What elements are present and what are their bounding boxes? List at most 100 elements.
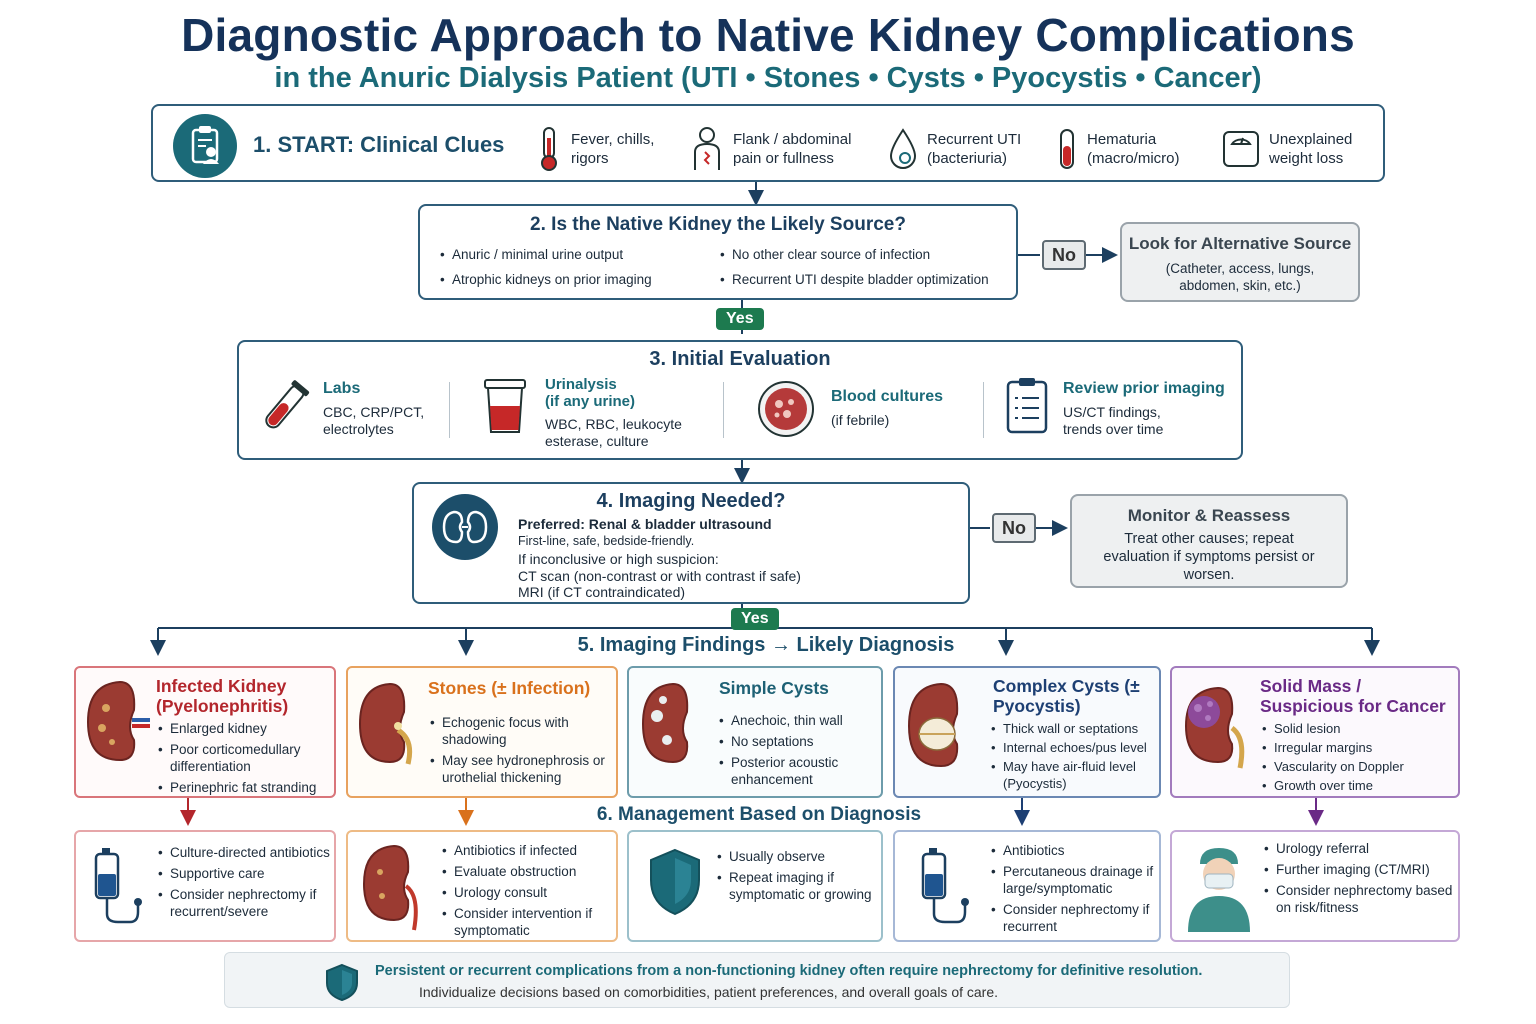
mri-text: MRI (if CT contraindicated)	[518, 584, 686, 600]
clipboard-icon	[1006, 378, 1048, 434]
step2-label: 2. Is the Native Kidney the Likely Sourc…	[530, 214, 906, 235]
management-item: Consider nephrectomy if recurrent/severe	[156, 886, 332, 920]
clue-uti: Recurrent UTI(bacteriuria)	[887, 126, 1021, 172]
prior-imaging-body: US/CT findings, trends over time	[1063, 404, 1164, 437]
criteria-item: Recurrent UTI despite bladder optimizati…	[718, 271, 989, 288]
finding-item: Poor corticomedullary differentiation	[156, 741, 332, 775]
finding-item: Thick wall or septations	[989, 720, 1159, 737]
diagnosis-card-pyelonephritis: Infected Kidney (Pyelonephritis) Enlarge…	[74, 666, 336, 798]
kidney-stone-icon	[358, 682, 413, 765]
management-card-simple-cysts: Usually observe Repeat imaging if sympto…	[627, 830, 883, 942]
clipboard-doctor-icon	[173, 114, 237, 178]
kidney-ultrasound-icon	[432, 494, 498, 560]
clue-text-line2: (bacteriuria)	[927, 150, 1008, 167]
labs-body: CBC, CRP/PCT, electrolytes	[323, 404, 425, 437]
footer-line2: Individualize decisions based on comorbi…	[419, 984, 999, 1000]
management-item: Antibiotics	[989, 842, 1159, 859]
management-item: Repeat imaging if symptomatic or growing	[715, 869, 879, 903]
step2-yes-label: Yes	[716, 308, 764, 330]
clue-text-line2: rigors	[571, 150, 609, 167]
management-list: Culture-directed antibiotics Supportive …	[156, 844, 332, 924]
management-item: Antibiotics if infected	[440, 842, 614, 859]
preferred-text: Preferred: Renal & bladder ultrasound	[518, 516, 772, 532]
step3-box: 3. Initial Evaluation Labs CBC, CRP/PCT,…	[237, 340, 1243, 460]
step2-no-label: No	[1042, 240, 1086, 270]
card-title: Simple Cysts	[719, 678, 829, 698]
findings-list: Enlarged kidney Poor corticomedullary di…	[156, 720, 332, 800]
step3-label: 3. Initial Evaluation	[649, 348, 831, 370]
card-title: Complex Cysts (± Pyocystis)	[993, 676, 1140, 716]
first-line-text: First-line, safe, bedside-friendly.	[518, 534, 695, 548]
prior-imaging-title: Review prior imaging	[1063, 380, 1225, 397]
kidney-icon	[362, 844, 418, 931]
clue-text-line1: Fever, chills,	[571, 131, 655, 148]
finding-item: Internal echoes/pus level	[989, 739, 1159, 756]
divider	[983, 382, 984, 438]
step5-label-text: 5. Imaging Findings → Likely Diagnosis	[569, 634, 963, 656]
finding-item: Perinephric fat stranding	[156, 779, 332, 796]
surgeon-icon	[1188, 848, 1250, 932]
clue-text-line2: weight loss	[1269, 150, 1344, 167]
finding-item: Posterior acoustic enhancement	[717, 754, 879, 788]
management-card-complex-cysts: Antibiotics Percutaneous drainage if lar…	[893, 830, 1161, 942]
findings-list: Solid lesion Irregular margins Vasculari…	[1260, 720, 1456, 796]
step6-label-text: 6. Management Based on Diagnosis	[588, 804, 930, 825]
step5-label: 5. Imaging Findings → Likely Diagnosis	[0, 634, 1532, 657]
criteria-item: Atrophic kidneys on prior imaging	[438, 271, 652, 288]
flank-pain-icon	[694, 127, 720, 170]
clue-text-line1: Hematuria	[1087, 131, 1157, 148]
management-item: Further imaging (CT/MRI)	[1262, 861, 1456, 878]
blood-cultures-body: (if febrile)	[831, 412, 890, 428]
management-item: Consider nephrectomy based on risk/fitne…	[1262, 882, 1456, 916]
card-title: Solid Mass / Suspicious for Cancer	[1260, 676, 1446, 716]
finding-item: Vascularity on Doppler	[1260, 758, 1456, 775]
management-list: Antibiotics if infected Evaluate obstruc…	[440, 842, 614, 943]
management-item: Consider nephrectomy if recurrent	[989, 901, 1159, 935]
iv-bag-icon	[94, 848, 142, 924]
diagnosis-card-simple-cysts: Simple Cysts Anechoic, thin wall No sept…	[627, 666, 883, 798]
alternative-source-box: Look for Alternative Source (Catheter, a…	[1120, 222, 1360, 302]
management-item: Usually observe	[715, 848, 879, 865]
finding-item: May see hydronephrosis or urothelial thi…	[428, 752, 614, 786]
card-title: Stones (± Infection)	[428, 678, 591, 698]
finding-item: No septations	[717, 733, 879, 750]
shield-icon	[650, 848, 700, 916]
criteria-item: No other clear source of infection	[718, 246, 989, 263]
petri-dish-icon	[758, 381, 814, 437]
clue-text-line2: (macro/micro)	[1087, 150, 1180, 167]
criteria-item: Anuric / minimal urine output	[438, 246, 652, 263]
finding-item: Enlarged kidney	[156, 720, 332, 737]
finding-item: Irregular margins	[1260, 739, 1456, 756]
ct-text: CT scan (non-contrast or with contrast i…	[518, 568, 801, 584]
diagnosis-card-stones: Stones (± Infection) Echogenic focus wit…	[346, 666, 618, 798]
labs-title: Labs	[323, 380, 361, 397]
management-item: Evaluate obstruction	[440, 863, 614, 880]
step1-box: 1. START: Clinical Clues Fever, chills,r…	[151, 104, 1385, 182]
blood-tube-icon	[265, 380, 310, 429]
step2-criteria-right: No other clear source of infection Recur…	[718, 246, 989, 292]
clue-weight-loss: Unexplained weight loss	[1221, 126, 1352, 172]
shield-icon	[326, 963, 358, 1002]
urinalysis-title-line1: Urinalysis	[545, 376, 617, 393]
step4-box: 4. Imaging Needed? Preferred: Renal & bl…	[412, 482, 970, 604]
finding-item: Echogenic focus with shadowing	[428, 714, 614, 748]
findings-list: Thick wall or septations Internal echoes…	[989, 720, 1159, 794]
clue-fever: Fever, chills, rigors	[535, 126, 654, 172]
divider	[723, 382, 724, 438]
monitor-body: Treat other causes; repeat evaluation if…	[1103, 531, 1315, 583]
step2-criteria-left: Anuric / minimal urine output Atrophic k…	[438, 246, 652, 292]
urinalysis-title-line2: (if any urine)	[545, 393, 636, 410]
finding-item: Solid lesion	[1260, 720, 1456, 737]
management-item: Urology referral	[1262, 840, 1456, 857]
footer-line1: Persistent or recurrent complications fr…	[375, 963, 1203, 979]
management-list: Antibiotics Percutaneous drainage if lar…	[989, 842, 1159, 939]
clue-text-line1: Flank / abdominal	[733, 131, 852, 148]
infected-kidney-icon	[86, 680, 150, 762]
complex-cyst-icon	[907, 682, 959, 768]
management-item: Supportive care	[156, 865, 332, 882]
finding-item: May have air-fluid level (Pyocystis)	[989, 758, 1159, 792]
management-item: Consider intervention if symptomatic	[440, 905, 614, 939]
scale-icon	[1223, 131, 1259, 167]
clue-text-line1: Unexplained	[1269, 131, 1353, 148]
